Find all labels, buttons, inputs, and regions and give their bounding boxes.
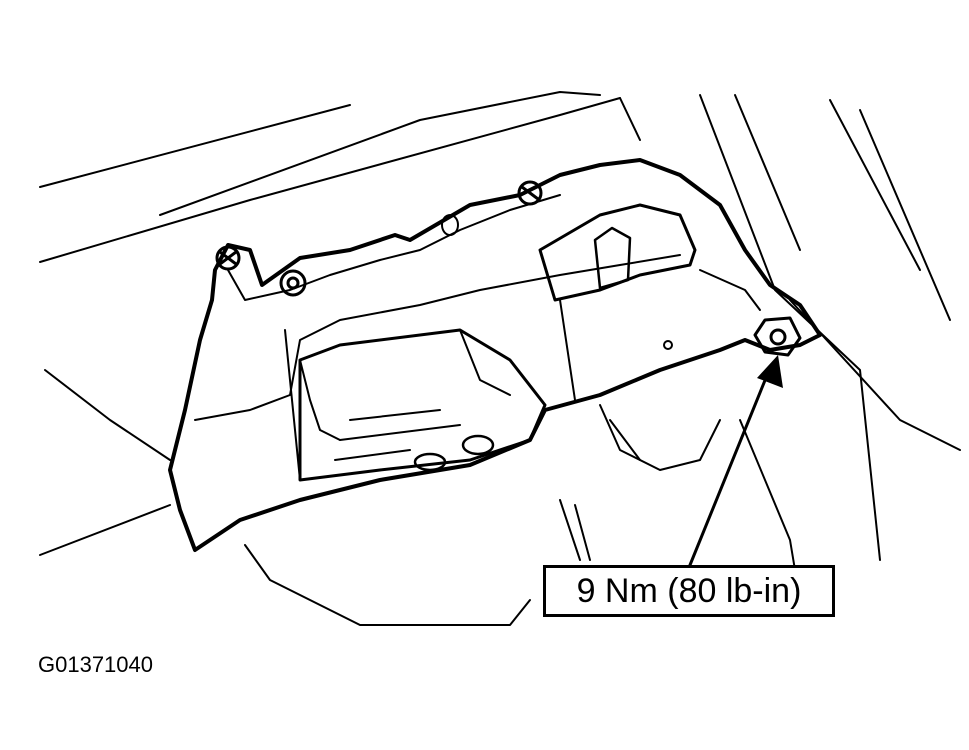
arrow-up-icon [688,355,783,567]
torque-callout: 9 Nm (80 lb-in) [543,565,835,617]
figure-code: G01371040 [38,652,153,677]
bolt-icon [279,269,307,297]
torque-spec: 9 Nm (80 lb-in) [576,571,802,610]
bolt-icon [753,316,802,357]
background-body-lines [39,91,961,626]
splash-shield [168,158,822,552]
bolt-icon [517,180,543,206]
bolt-icon [215,245,241,271]
